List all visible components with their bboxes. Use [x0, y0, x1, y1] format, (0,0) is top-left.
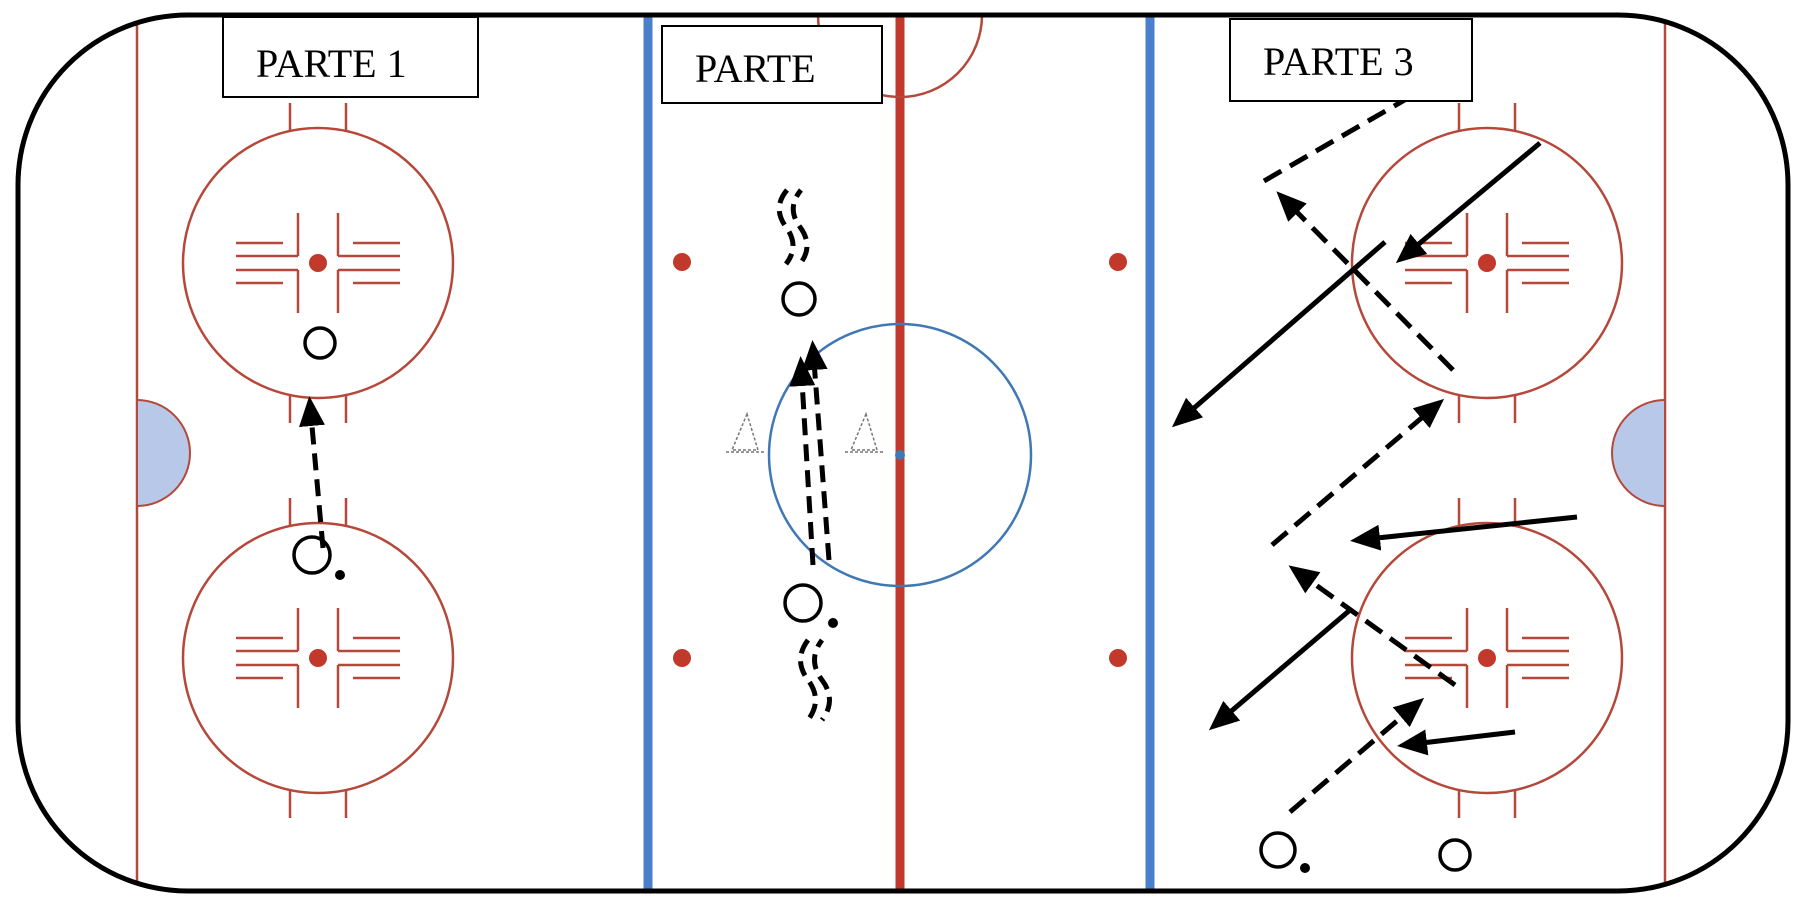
- part-1-label-text: PARTE 1: [256, 41, 407, 86]
- pass-arrow: [1270, 398, 1445, 547]
- rink-markings: [135, 15, 1667, 891]
- faceoff-circle: [181, 103, 455, 423]
- player-icon: [783, 583, 823, 623]
- faceoff-dot: [309, 254, 327, 272]
- pass-arrow: [1288, 565, 1457, 688]
- faceoff-dot: [1478, 254, 1496, 272]
- faceoff-circle: [1350, 498, 1624, 818]
- skating-weave-path: [776, 188, 796, 266]
- skating-weave-path: [798, 638, 818, 722]
- drill-part-2: [726, 188, 883, 722]
- skating-arrow: [1350, 514, 1578, 551]
- pass-arrow: [1276, 191, 1455, 372]
- faceoff-circle: [181, 498, 455, 818]
- neutral-dot: [673, 253, 691, 271]
- drill-part-1: [292, 326, 345, 580]
- pass-arrow: [789, 356, 816, 566]
- part-3-label-text: PARTE 3: [1263, 39, 1414, 84]
- pass-arrow: [1262, 71, 1455, 184]
- part-2-label-text: PARTE: [695, 46, 816, 91]
- pass-arrow: [801, 340, 832, 561]
- cone-icon: [845, 411, 883, 453]
- pass-arrow: [299, 396, 326, 549]
- player-icon: [292, 535, 332, 575]
- puck-icon: [828, 618, 838, 628]
- drill-part-3: [1171, 71, 1578, 873]
- goal-crease-left: [136, 398, 191, 508]
- puck-icon: [335, 570, 345, 580]
- player-icon: [781, 281, 817, 317]
- neutral-dot: [1109, 649, 1127, 667]
- cone-icon: [726, 411, 764, 453]
- faceoff-dot: [1478, 649, 1496, 667]
- player-icon: [1438, 838, 1472, 872]
- neutral-dot: [1109, 253, 1127, 271]
- goal-crease-right: [1611, 398, 1666, 508]
- skating-weave-path: [790, 188, 810, 266]
- faceoff-dot: [309, 649, 327, 667]
- player-icon: [303, 326, 337, 360]
- part-1-label: PARTE 1: [222, 16, 479, 98]
- player-icon: [1259, 831, 1297, 869]
- center-dot: [895, 450, 905, 460]
- center-circle: [767, 322, 1033, 588]
- faceoff-circle: [1350, 103, 1624, 423]
- part-3-label: PARTE 3: [1229, 18, 1473, 102]
- rink-boards: [15, 12, 1791, 894]
- part-2-label: PARTE: [661, 25, 883, 104]
- puck-icon: [1300, 863, 1310, 873]
- skating-arrow: [1171, 240, 1387, 428]
- skating-arrow: [1395, 141, 1542, 264]
- skating-arrow: [1208, 608, 1352, 731]
- neutral-dot: [673, 649, 691, 667]
- skating-weave-path: [812, 638, 832, 722]
- skating-arrow: [1397, 729, 1516, 756]
